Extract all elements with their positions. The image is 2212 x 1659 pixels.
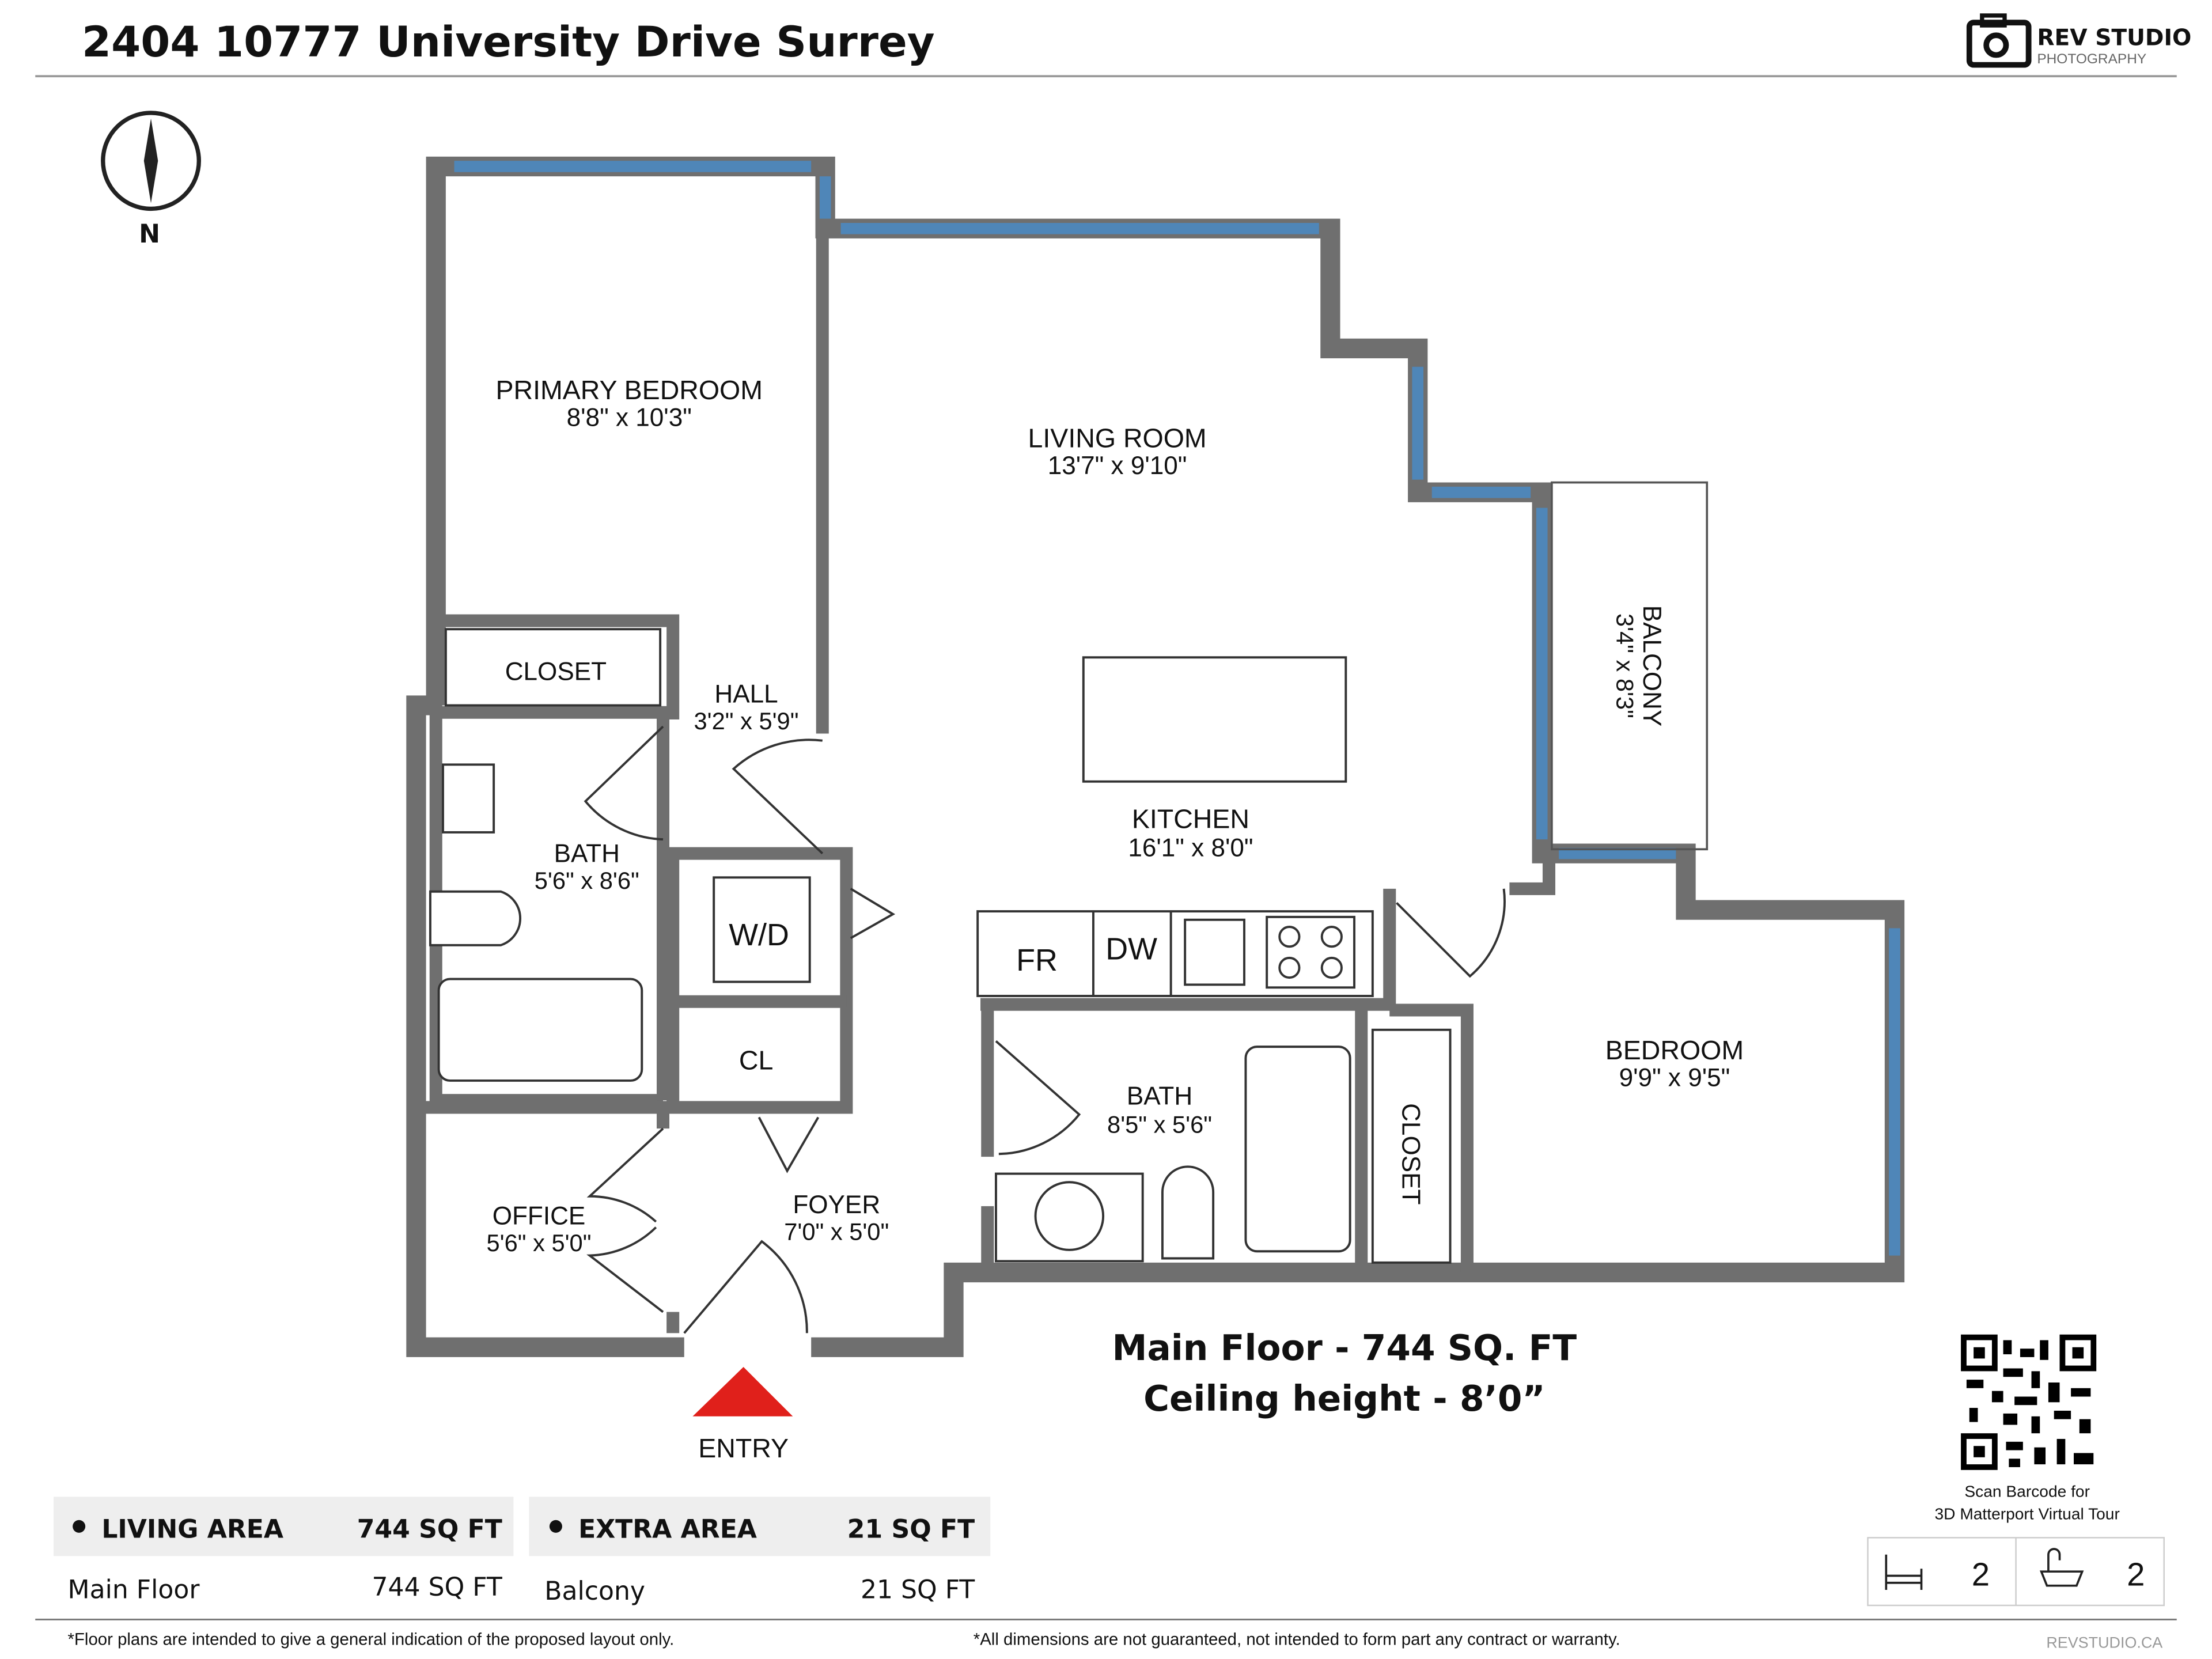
room-size: 7'0" x 5'0" xyxy=(784,1218,889,1245)
closet-shelf xyxy=(1371,1028,1452,1264)
room-size: 9'9" x 9'5" xyxy=(1619,1064,1730,1092)
footer-disclaimer-right: *All dimensions are not guaranteed, not … xyxy=(974,1630,1620,1649)
qr-code[interactable] xyxy=(1961,1334,2097,1470)
shower-tub-icon xyxy=(1244,1046,1351,1253)
footer-disclaimer-left: *Floor plans are intended to give a gene… xyxy=(68,1630,675,1649)
camera-icon xyxy=(1966,13,2032,68)
kitchen-island xyxy=(1082,656,1347,783)
floor-area-label: Main Floor - 744 SQ. FT xyxy=(1112,1328,1577,1369)
closet-label: CLOSET xyxy=(505,657,607,685)
room-size: 8'5" x 5'6" xyxy=(1107,1111,1212,1138)
toilet-icon xyxy=(429,890,522,946)
rev-studio-logo: REV STUDIO PHOTOGRAPHY xyxy=(1966,13,2191,68)
bathtub-icon xyxy=(2039,1548,2084,1587)
room-name: KITCHEN xyxy=(1132,804,1249,834)
floor-plan xyxy=(406,156,1905,1357)
room-name: BATH xyxy=(554,839,620,868)
room-name: BEDROOM xyxy=(1605,1035,1744,1065)
page-title: 2404 10777 University Drive Surrey xyxy=(82,18,935,67)
room-size: 8'8" x 10'3" xyxy=(567,404,692,432)
room-name: HALL xyxy=(714,680,778,709)
qr-caption: 3D Matterport Virtual Tour xyxy=(1935,1505,2120,1523)
room-size: 3'4" x 8'3" xyxy=(1612,613,1639,718)
qr-caption: Scan Barcode for xyxy=(1964,1482,2090,1500)
bathroom-count: 2 xyxy=(2127,1556,2145,1593)
room-name: PRIMARY BEDROOM xyxy=(495,375,763,405)
extra-area-total: 21 SQ FT xyxy=(847,1514,975,1544)
area-row-name: Main Floor xyxy=(68,1575,200,1605)
compass-icon xyxy=(101,111,201,211)
kitchen-sink xyxy=(1184,918,1245,986)
balcony-outline xyxy=(1551,481,1709,851)
fr-label: FR xyxy=(1016,943,1058,978)
extra-area-label: EXTRA AREA xyxy=(578,1514,757,1544)
room-size: 5'6" x 8'6" xyxy=(535,867,639,894)
svg-text:REV STUDIO: REV STUDIO xyxy=(2037,25,2191,51)
room-size: 13'7" x 9'10" xyxy=(1048,452,1187,480)
living-area-label: LIVING AREA xyxy=(101,1514,283,1544)
wd-label: W/D xyxy=(729,918,789,952)
room-size: 3'2" x 5'9" xyxy=(694,707,799,734)
area-row-value: 744 SQ FT xyxy=(372,1573,502,1602)
area-row-name: Balcony xyxy=(544,1577,645,1606)
area-row-value: 21 SQ FT xyxy=(861,1575,975,1605)
closet-shelf xyxy=(444,628,662,707)
living-area-table: LIVING AREA 744 SQ FT Main Floor 744 SQ … xyxy=(54,1497,514,1605)
bed-icon xyxy=(1885,1554,1923,1590)
closet-label: CLOSET xyxy=(1396,1103,1425,1205)
extra-area-table: EXTRA AREA 21 SQ FT Balcony 21 SQ FT xyxy=(529,1497,991,1606)
room-name: FOYER xyxy=(793,1191,880,1219)
svg-text:PHOTOGRAPHY: PHOTOGRAPHY xyxy=(2037,51,2146,67)
footer-site: REVSTUDIO.CA xyxy=(2046,1634,2162,1651)
compass-label: N xyxy=(139,219,160,249)
room-labels: PRIMARY BEDROOM 8'8" x 10'3" LIVING ROOM… xyxy=(487,375,1744,1256)
room-name: LIVING ROOM xyxy=(1028,423,1207,453)
entry-arrow-icon xyxy=(692,1367,793,1416)
room-name: BALCONY xyxy=(1638,605,1666,727)
washer-dryer xyxy=(713,876,811,983)
entry-label: ENTRY xyxy=(698,1433,789,1463)
bedroom-count: 2 xyxy=(1972,1556,1990,1593)
living-area-total: 744 SQ FT xyxy=(357,1514,502,1544)
dw-label: DW xyxy=(1105,931,1157,966)
vanity xyxy=(995,1172,1144,1263)
ceiling-height-label: Ceiling height - 8’0” xyxy=(1143,1378,1546,1419)
cl-label: CL xyxy=(739,1045,773,1075)
room-name: OFFICE xyxy=(493,1202,586,1230)
bathtub-icon xyxy=(437,978,643,1082)
room-name: BATH xyxy=(1127,1082,1192,1111)
toilet-icon xyxy=(1161,1165,1215,1260)
room-counts: 2 2 xyxy=(1867,1537,2165,1607)
room-size: 16'1" x 8'0" xyxy=(1128,834,1253,862)
room-size: 5'6" x 5'0" xyxy=(487,1229,592,1256)
sink-icon xyxy=(1034,1181,1105,1251)
stove-icon xyxy=(1266,915,1355,989)
sink-icon xyxy=(442,763,495,834)
